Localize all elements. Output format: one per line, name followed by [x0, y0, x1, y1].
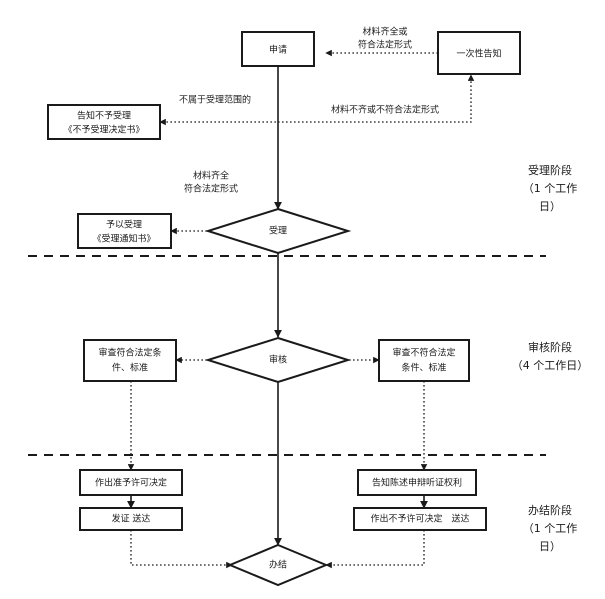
node-review-label: 审核	[269, 354, 287, 366]
stage-label-accept-line3: 日）	[539, 200, 561, 213]
stage-label-complete-line2: （1 个工作	[523, 522, 578, 535]
node-notify-rights-label: 告知陈述申辩听证权利	[372, 477, 462, 489]
node-approve-decision-label: 作出准予许可决定	[95, 477, 167, 489]
node-review-nonconform-label-line1: 审查不符合法定	[392, 347, 455, 359]
stage-label-accept-line2: （1 个工作	[523, 182, 578, 195]
node-review-nonconform-label-line2: 条件、标准	[401, 362, 446, 374]
node-one-time-notice[interactable]: 一次性告知	[437, 31, 521, 75]
node-one-time-notice-label: 一次性告知	[456, 48, 501, 60]
node-accept-label: 受理	[269, 225, 287, 237]
stage-label-accept-line1: 受理阶段	[528, 163, 572, 177]
node-notify-reject-accept-label-line1: 告知不予受理	[77, 110, 131, 122]
node-review-conform[interactable]: 审查符合法定条 件、标准	[83, 339, 177, 382]
edge-label-materials-complete-or-legal-line1: 材料齐全或	[362, 26, 407, 38]
edge-label-materials-complete-or-legal-line2: 符合法定形式	[358, 39, 412, 51]
node-review-conform-label-line1: 审查符合法定条	[98, 347, 161, 359]
stage-label-review-line1: 审核阶段	[528, 340, 572, 354]
node-review-conform-label-line2: 件、标准	[112, 362, 148, 374]
node-apply-label: 申请	[269, 44, 287, 56]
stage-label-review-line2: （4 个工作日）	[512, 359, 589, 372]
node-accept[interactable]: 受理	[204, 207, 352, 255]
node-notify-reject-accept[interactable]: 告知不予受理 《不予受理决定书》	[47, 104, 161, 140]
stage-label-review: 审核阶段 （4 个工作日）	[512, 340, 589, 372]
stage-label-complete-line1: 办结阶段	[528, 503, 572, 517]
edge-label-not-in-scope: 不属于受理范围的	[179, 94, 251, 106]
edge-label-materials-complete-line1: 材料齐全	[193, 170, 229, 182]
edge-label-materials-complete-line2: 符合法定形式	[184, 183, 238, 195]
edge-apply-to-onetime	[278, 74, 475, 123]
edge-deny-to-complete	[325, 530, 425, 569]
node-grant-accept-label-line1: 予以受理	[106, 219, 142, 231]
stage-label-complete: 办结阶段 （1 个工作 日）	[523, 503, 578, 553]
node-deny-decision-label: 作出不予许可决定 送达	[370, 513, 469, 525]
node-deny-decision[interactable]: 作出不予许可决定 送达	[353, 507, 487, 531]
stage-label-complete-line3: 日）	[539, 540, 561, 553]
node-notify-rights[interactable]: 告知陈述申辩听证权利	[357, 469, 477, 496]
stage-label-accept: 受理阶段 （1 个工作 日）	[523, 163, 578, 213]
node-approve-decision[interactable]: 作出准予许可决定	[79, 469, 183, 496]
edge-label-materials-incomplete-or-illegal: 材料不齐或不符合法定形式	[331, 104, 439, 116]
node-complete-label: 办结	[269, 559, 287, 571]
node-notify-reject-accept-label-line2: 《不予受理决定书》	[63, 124, 144, 136]
node-review-nonconform[interactable]: 审查不符合法定 条件、标准	[378, 339, 470, 382]
node-grant-accept-label-line2: 《受理通知书》	[92, 233, 155, 245]
node-grant-accept[interactable]: 予以受理 《受理通知书》	[77, 213, 172, 249]
node-apply[interactable]: 申请	[241, 31, 315, 67]
node-issue-deliver[interactable]: 发证 送达	[79, 507, 183, 531]
node-complete[interactable]: 办结	[227, 543, 329, 587]
node-review[interactable]: 审核	[204, 336, 352, 384]
edge-issue-to-complete	[130, 530, 233, 569]
node-issue-deliver-label: 发证 送达	[112, 513, 151, 525]
